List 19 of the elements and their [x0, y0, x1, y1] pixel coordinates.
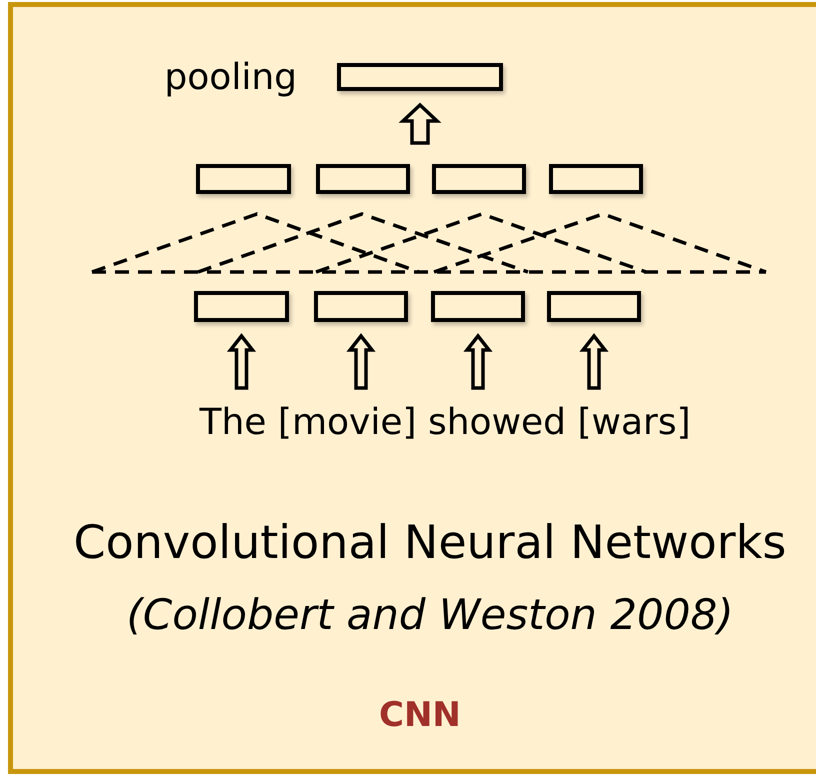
input-unit-box — [547, 291, 641, 322]
input-unit-box — [314, 291, 408, 322]
model-title: Convolutional Neural Networks — [74, 515, 786, 569]
input-unit-box — [194, 291, 289, 322]
convolution-unit-box — [316, 164, 410, 194]
layer-label: pooling — [164, 57, 297, 98]
hollow-arrow — [463, 333, 493, 390]
hollow-arrow — [579, 333, 609, 390]
convolution-unit-box — [432, 164, 526, 194]
citation: (Collobert and Weston 2008) — [126, 590, 734, 639]
pooling-box — [337, 63, 503, 91]
model-acronym: CNN — [379, 695, 461, 735]
hollow-arrow — [398, 102, 442, 145]
input-sentence: The [movie] showed [wars] — [200, 402, 691, 443]
hollow-arrow — [226, 333, 256, 390]
convolution-unit-box — [196, 164, 291, 194]
hollow-arrow — [346, 333, 376, 390]
convolution-unit-box — [549, 164, 643, 194]
input-unit-box — [431, 291, 525, 322]
